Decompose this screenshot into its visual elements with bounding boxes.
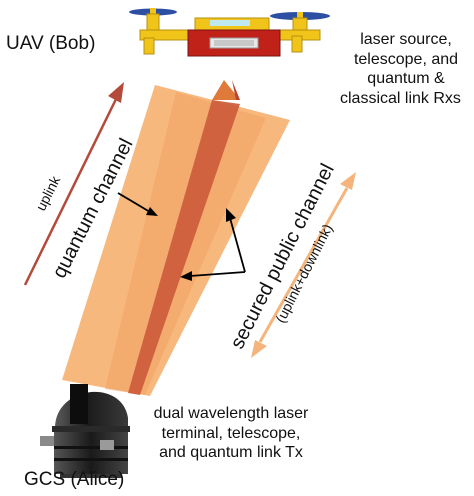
uplink-arrow <box>23 82 124 286</box>
uav-drone <box>129 8 330 57</box>
uav-equipment-label: laser source, telescope, and quantum & c… <box>338 30 474 108</box>
quantum-beam <box>128 80 240 395</box>
gcs-label: GCS (Alice) <box>24 469 125 490</box>
gcs-equipment-label: dual wavelength laser terminal, telescop… <box>136 404 326 463</box>
gcs-equipment-line: dual wavelength laser <box>153 405 309 422</box>
public-channel-pointer <box>180 208 246 281</box>
uav-equipment-line: quantum & <box>367 70 445 88</box>
gcs-equipment-line: and quantum link Tx <box>159 444 303 462</box>
gcs-equipment-line: terminal, telescope, <box>161 424 301 442</box>
gcs-telescope <box>40 384 130 478</box>
uav-equipment-line: classical link Rxs <box>340 89 461 107</box>
uav-equipment-line: laser source, <box>360 31 452 48</box>
uav-label: UAV (Bob) <box>6 33 96 54</box>
bidirectional-arrow <box>251 172 356 358</box>
uav-equipment-line: telescope, and <box>353 50 459 68</box>
quantum-channel-pointer <box>117 192 158 216</box>
